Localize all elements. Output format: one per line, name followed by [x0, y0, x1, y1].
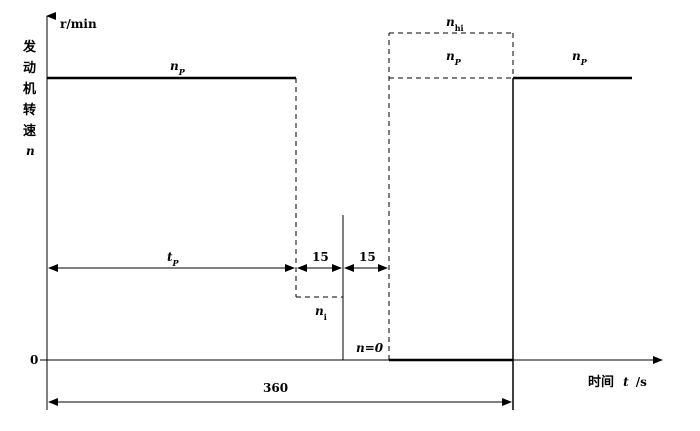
y-axis-char-2: 动	[23, 61, 36, 76]
y-axis-var: n	[26, 144, 35, 158]
label-n-zero: n=0	[356, 341, 384, 355]
label-ni: ni	[315, 304, 327, 322]
x-axis-label-prefix: 时间	[588, 374, 614, 390]
y-axis-unit: r/min	[60, 17, 97, 31]
x-axis-label: 时间 t /s	[588, 371, 647, 390]
y-axis-char-3: 机	[23, 81, 36, 97]
y-axis-char-1: 发	[22, 39, 37, 55]
x-axis-var: t	[623, 375, 629, 389]
x-axis-unit: /s	[636, 375, 647, 389]
label-stop-duration: 15	[359, 250, 376, 264]
label-np-1: nP	[170, 59, 186, 77]
label-idle-duration: 15	[312, 250, 329, 264]
label-total-duration: 360	[263, 381, 288, 395]
label-tp: tP	[167, 250, 180, 268]
origin-label: 0	[30, 353, 38, 367]
y-axis-char-5: 速	[23, 123, 36, 139]
label-nhi: nhi	[446, 15, 464, 33]
label-np-2: nP	[446, 49, 462, 67]
y-axis-char-4: 转	[23, 102, 36, 118]
label-np-3: nP	[572, 49, 588, 67]
